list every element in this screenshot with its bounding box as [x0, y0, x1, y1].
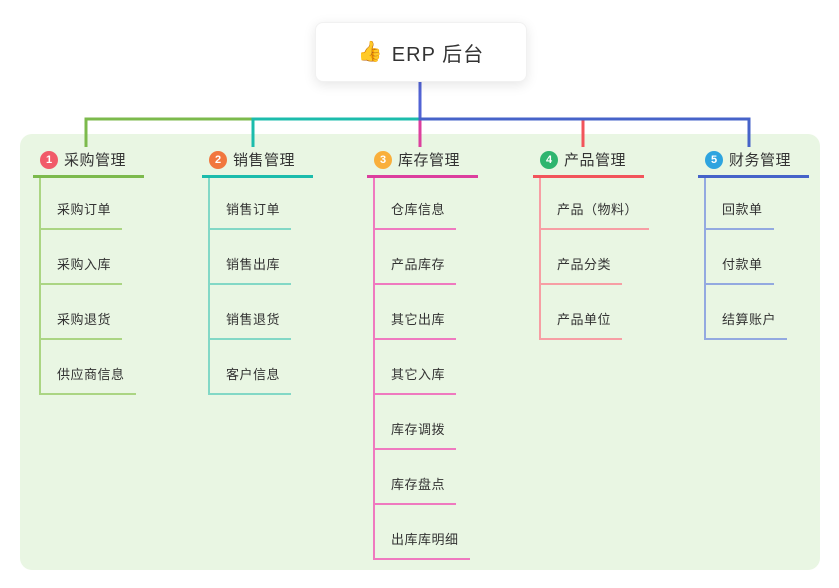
- node-receipt-doc[interactable]: 回款单: [705, 199, 774, 230]
- node-other-outbound[interactable]: 其它出库: [374, 309, 457, 340]
- badge-3-icon: 3: [374, 150, 392, 169]
- node-customer-info[interactable]: 客户信息: [209, 364, 292, 395]
- node-settlement-account[interactable]: 结算账户: [705, 309, 788, 340]
- branch-label-product: 产品管理: [564, 152, 627, 169]
- badge-4-icon: 4: [540, 150, 558, 169]
- node-purchase-inbound[interactable]: 采购入库: [40, 254, 123, 285]
- branch-header-inventory[interactable]: 3 库存管理: [367, 149, 478, 178]
- thumbs-up-icon: 👍: [357, 41, 383, 63]
- node-sales-order[interactable]: 销售订单: [209, 199, 292, 230]
- node-warehouse-info[interactable]: 仓库信息: [374, 199, 457, 230]
- branch-label-procurement: 采购管理: [64, 152, 127, 169]
- badge-2-icon: 2: [209, 150, 227, 169]
- root-label: ERP 后台: [391, 43, 485, 66]
- root-node[interactable]: 👍 ERP 后台: [315, 22, 527, 82]
- node-supplier-info[interactable]: 供应商信息: [40, 364, 136, 395]
- node-payment-doc[interactable]: 付款单: [705, 254, 774, 285]
- node-product-category[interactable]: 产品分类: [540, 254, 623, 285]
- node-stock-transfer[interactable]: 库存调拨: [374, 419, 457, 450]
- node-other-inbound[interactable]: 其它入库: [374, 364, 457, 395]
- node-sales-outbound[interactable]: 销售出库: [209, 254, 292, 285]
- branch-header-procurement[interactable]: 1 采购管理: [33, 149, 144, 178]
- node-purchase-order[interactable]: 采购订单: [40, 199, 123, 230]
- branch-header-finance[interactable]: 5 财务管理: [698, 149, 809, 178]
- node-inout-detail[interactable]: 出库库明细: [374, 529, 470, 560]
- badge-1-icon: 1: [40, 150, 58, 169]
- branch-label-finance: 财务管理: [729, 152, 792, 169]
- node-product-stock[interactable]: 产品库存: [374, 254, 457, 285]
- node-product-unit[interactable]: 产品单位: [540, 309, 623, 340]
- node-sales-return[interactable]: 销售退货: [209, 309, 292, 340]
- node-stocktaking[interactable]: 库存盘点: [374, 474, 457, 505]
- branch-label-sales: 销售管理: [233, 152, 296, 169]
- node-purchase-return[interactable]: 采购退货: [40, 309, 123, 340]
- node-product-material[interactable]: 产品（物料）: [540, 199, 650, 230]
- branch-header-sales[interactable]: 2 销售管理: [202, 149, 313, 178]
- branch-header-product[interactable]: 4 产品管理: [533, 149, 644, 178]
- map-background-panel: [20, 134, 820, 570]
- branch-label-inventory: 库存管理: [398, 152, 461, 169]
- badge-5-icon: 5: [705, 150, 723, 169]
